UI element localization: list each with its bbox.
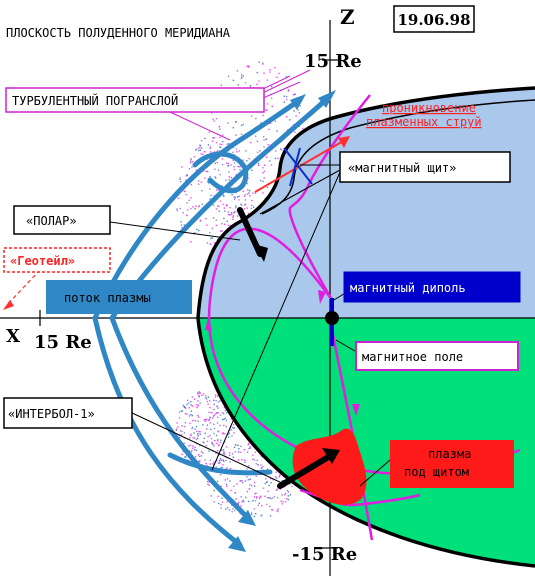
geotail-arrow	[5, 269, 41, 307]
polar-label: «ПОЛАР»	[26, 214, 77, 228]
bottom-tick-label: -15 Re	[292, 544, 357, 565]
field-line-arrows	[205, 290, 360, 416]
magnetic-field-box	[355, 341, 519, 371]
flow-arrowheads	[228, 90, 336, 552]
date-box	[393, 5, 475, 33]
geotail-box	[3, 247, 111, 273]
interball-label: «ИНТЕРБОЛ-1»	[8, 407, 95, 421]
date-label: 19.06.98	[397, 11, 470, 29]
x-tick-label: 15 Re	[34, 332, 92, 353]
plasma-flow-arrows	[92, 93, 333, 548]
plasma-jets-label-1: проникновение	[382, 101, 476, 115]
geotail-label: «Геотейл»	[10, 254, 75, 268]
plasma-under-shield-label-1: плазма	[428, 447, 471, 461]
magnetopause-boundary	[196, 86, 535, 568]
cusp-cross	[283, 147, 313, 187]
diagram-title: ПЛОСКОСТЬ ПОЛУДЕННОГО МЕРИДИАНА	[6, 26, 231, 40]
plasma-jet-arrow	[254, 139, 346, 193]
earth-center	[325, 311, 339, 325]
geotail-arrowhead	[3, 300, 14, 310]
interball-box	[3, 397, 133, 429]
plasma-blob	[292, 428, 367, 505]
leader-lines	[109, 164, 391, 487]
x-axis-label: X	[6, 326, 20, 347]
plasma-flow-label: поток плазмы	[64, 291, 151, 305]
boundary-layer-box	[5, 87, 265, 113]
magnetic-shield-label: «магнитный щит»	[348, 161, 456, 175]
plasma-jets-label-2: плазменных струй	[366, 115, 482, 129]
polar-arrowhead	[254, 244, 268, 262]
top-tick-label: 15 Re	[304, 51, 362, 72]
magnetic-dipole-label: магнитный диполь	[350, 281, 466, 295]
interball-arrowhead	[322, 448, 340, 464]
magnetic-field-label: магнитное поле	[362, 350, 463, 364]
lower-magnetosphere-region	[198, 318, 535, 566]
upper-magnetosphere-region	[198, 88, 535, 318]
plasma-under-shield-label-2: под щитом	[404, 465, 469, 479]
plasma-jet-arrowhead	[338, 136, 350, 148]
plasma-flow-box	[46, 280, 192, 314]
polar-box	[13, 205, 111, 235]
plasma-under-shield-box	[390, 440, 514, 488]
magnetic-dipole-box	[343, 271, 521, 303]
z-axis-label: Z	[340, 5, 355, 29]
boundary-layer-label: ТУРБУЛЕНТНЫЙ ПОГРАНСЛОЙ	[12, 93, 178, 108]
magnetic-shield-box	[339, 151, 511, 183]
